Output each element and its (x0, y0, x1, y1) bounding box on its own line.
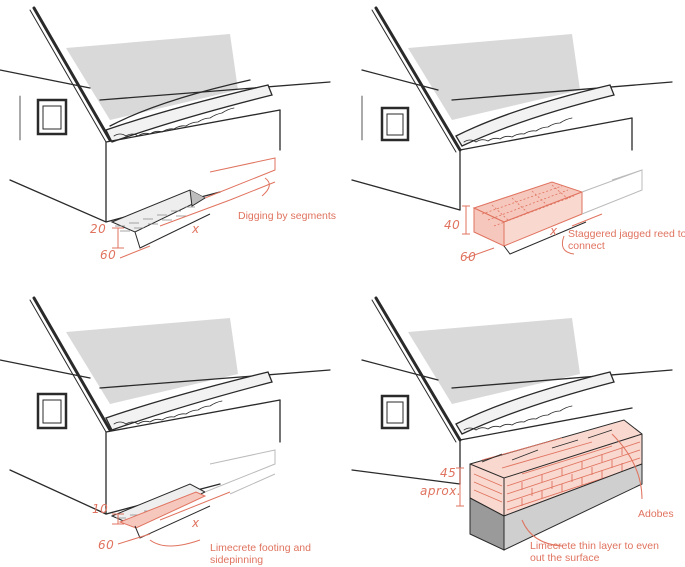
dim-length-label: x (192, 222, 200, 236)
label-limecrete-thin-line-2: out the surface (530, 552, 600, 564)
panel-limecrete-footing: 10 60 x Limecrete footing and sidepinnin… (0, 284, 342, 567)
house-sketch-1 (0, 6, 331, 259)
dim-width-label: 60 (98, 538, 115, 552)
dim-width-label: 60 (460, 250, 477, 264)
dim-length-label: x (192, 516, 200, 530)
house-sketch-3 (0, 296, 331, 547)
label-adobes: Adobes (638, 508, 674, 520)
label-limecrete-thin-line-1: Limecrete thin layer to even (530, 540, 659, 552)
label-staggered-line-2: connect (568, 240, 605, 252)
dim-height-label: 10 (92, 502, 109, 516)
label-digging-by-segments: Digging by segments (238, 210, 337, 222)
label-limecrete-line-1: Limecrete footing and (210, 542, 311, 554)
dim-approx-label: aprox. (420, 484, 462, 498)
label-limecrete-line-2: sidepinning (210, 554, 264, 566)
panel-digging-by-segments: 20 60 x Digging by segments (0, 0, 342, 283)
house-sketch-4 (351, 296, 673, 551)
dim-height-label: 20 (90, 222, 107, 236)
dim-length-label: x (550, 224, 558, 238)
label-staggered-line-1: Staggered jagged reed to (568, 228, 685, 240)
dim-width-label: 60 (100, 248, 117, 262)
house-sketch-2 (351, 6, 673, 259)
dim-height-label: 45 (440, 466, 457, 480)
dim-height-label: 40 (444, 218, 461, 232)
panel-staggered-reed: 40 60 x Staggered jagged reed to connect (342, 0, 685, 283)
panel-adobes-finish: 45 aprox. Adobes Limecrete thin layer to… (342, 284, 684, 567)
